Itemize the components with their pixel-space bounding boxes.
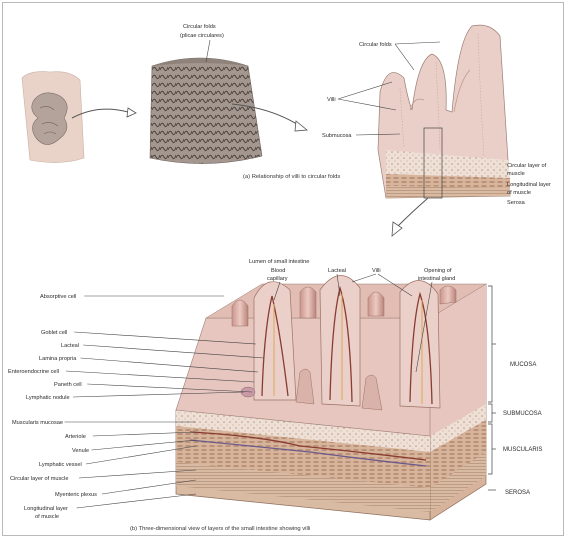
left-label-14: of muscle xyxy=(35,514,59,520)
label-longitudinal-layer-a2: of muscle xyxy=(507,190,531,196)
label-gland-2: intestinal gland xyxy=(418,276,455,282)
layer-muscularis: MUSCULARIS xyxy=(503,447,542,453)
label-lacteal-top: Lacteal xyxy=(328,268,346,274)
label-blood-capillary-2: capillary xyxy=(267,276,288,282)
caption-b: (b) Three-dimensional view of layers of … xyxy=(130,526,310,532)
label-lumen: Lumen of small intestine xyxy=(249,259,309,265)
arrow-1-head xyxy=(127,108,136,117)
foreground-villi xyxy=(254,275,440,408)
label-gland-1: Opening of xyxy=(424,268,452,274)
caption-a: (a) Relationship of villi to circular fo… xyxy=(243,174,340,180)
label-serosa-a: Serosa xyxy=(507,200,526,206)
left-label-0: Absorptive cell xyxy=(40,294,76,300)
label-villi-top: Villi xyxy=(372,268,381,274)
left-label-2: Lacteal xyxy=(61,343,79,349)
arrow-3 xyxy=(398,198,428,226)
left-label-6: Lymphatic nodule xyxy=(26,395,70,401)
left-label-1: Goblet cell xyxy=(41,330,67,336)
left-label-3: Lamina propria xyxy=(39,356,77,362)
arrow-2-head xyxy=(295,121,307,131)
layer-serosa: SEROSA xyxy=(505,490,530,496)
label-blood-capillary-1: Blood xyxy=(271,268,285,274)
label-longitudinal-layer-a1: Longitudinal layer xyxy=(507,182,551,188)
folds-label-line1: Circular folds xyxy=(183,24,216,30)
left-label-11: Circular layer of muscle xyxy=(10,476,68,482)
layer-submucosa: SUBMUCOSA xyxy=(503,411,542,417)
label-circular-layer-a1: Circular layer of xyxy=(507,163,547,169)
left-label-5: Paneth cell xyxy=(54,382,82,388)
left-label-12: Myenteric plexus xyxy=(55,492,97,498)
left-label-4: Enteroendocrine cell xyxy=(8,369,59,375)
label-submucosa-a: Submucosa xyxy=(322,133,352,139)
fold-cross-section xyxy=(378,25,510,198)
left-label-7: Muscularis mucosae xyxy=(12,420,63,426)
folds-label-line2: (plicae circulares) xyxy=(180,33,224,39)
left-label-9: Venule xyxy=(72,448,89,454)
circular-folds-block xyxy=(150,58,262,164)
left-label-13: Longitudinal layer xyxy=(24,506,68,512)
layer-mucosa: MUCOSA xyxy=(510,362,536,368)
label-circular-folds-a: Circular folds xyxy=(359,42,392,48)
left-label-8: Arteriole xyxy=(65,434,86,440)
layer-brackets xyxy=(488,286,496,490)
label-villi-a: Villi xyxy=(327,97,336,103)
left-label-10: Lymphatic vessel xyxy=(39,462,82,468)
label-circular-layer-a2: muscle xyxy=(507,171,525,177)
